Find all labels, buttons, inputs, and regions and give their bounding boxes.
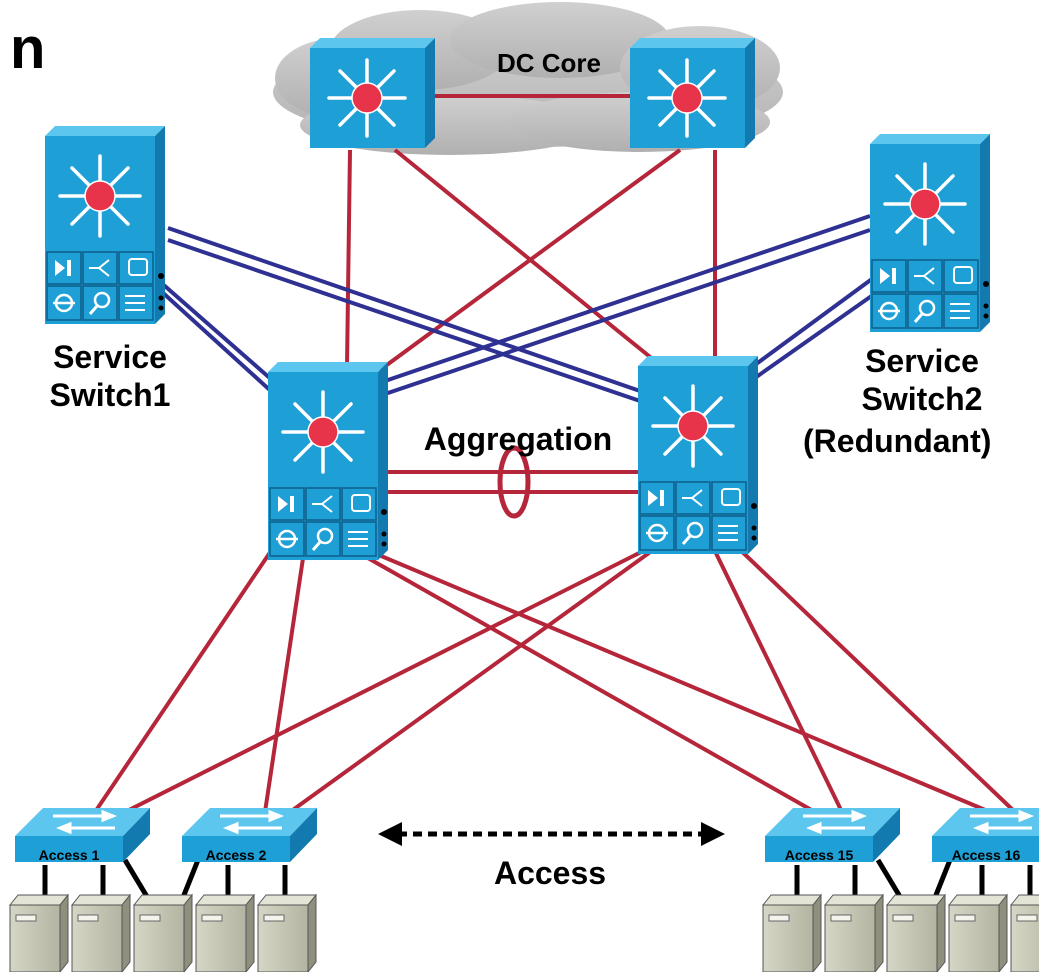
server-icon bbox=[194, 893, 256, 972]
service-switch2-label-line3: (Redundant) bbox=[803, 423, 991, 459]
server-icon bbox=[761, 893, 823, 972]
access-switch-label: Access 2 bbox=[206, 847, 267, 863]
server-icon bbox=[8, 893, 70, 972]
access-switch-label: Access 15 bbox=[785, 847, 854, 863]
service-switch1-label-line2: Switch1 bbox=[50, 377, 171, 413]
service-switch2-label-line2: Switch2 bbox=[862, 381, 983, 417]
access-switch-icon bbox=[765, 808, 900, 862]
red-links bbox=[93, 94, 1017, 814]
access-switch-label: Access 1 bbox=[39, 847, 100, 863]
access-switch-label: Access 16 bbox=[952, 847, 1021, 863]
server-icon bbox=[1009, 894, 1039, 972]
service-switch-icon bbox=[45, 126, 165, 324]
multilayer-switch-icon bbox=[268, 362, 388, 560]
access-switch-icon bbox=[932, 808, 1039, 862]
server-icon bbox=[885, 893, 947, 972]
multilayer-switch-icon bbox=[310, 38, 435, 148]
server-icon bbox=[947, 893, 1009, 972]
server-icon bbox=[132, 893, 194, 972]
service-switch-icon bbox=[870, 134, 990, 332]
server-icon bbox=[823, 893, 885, 972]
server-icon bbox=[70, 893, 132, 972]
core-label: DC Core bbox=[497, 48, 601, 78]
blue-links bbox=[156, 214, 882, 404]
bidirectional-arrow-icon bbox=[378, 822, 725, 846]
access-switch-icon bbox=[15, 808, 150, 862]
access-switch-icon bbox=[182, 808, 317, 862]
service-switch1-label-line1: Service bbox=[53, 339, 167, 375]
server-icon bbox=[256, 893, 318, 972]
aggregation-label: Aggregation bbox=[424, 421, 612, 457]
service-switch2-label-line1: Service bbox=[865, 343, 979, 379]
multilayer-switch-icon bbox=[638, 356, 758, 554]
multilayer-switch-icon bbox=[630, 38, 755, 148]
access-label: Access bbox=[494, 855, 606, 891]
port-channel-icon bbox=[497, 445, 531, 519]
partial-title: n bbox=[10, 16, 45, 81]
